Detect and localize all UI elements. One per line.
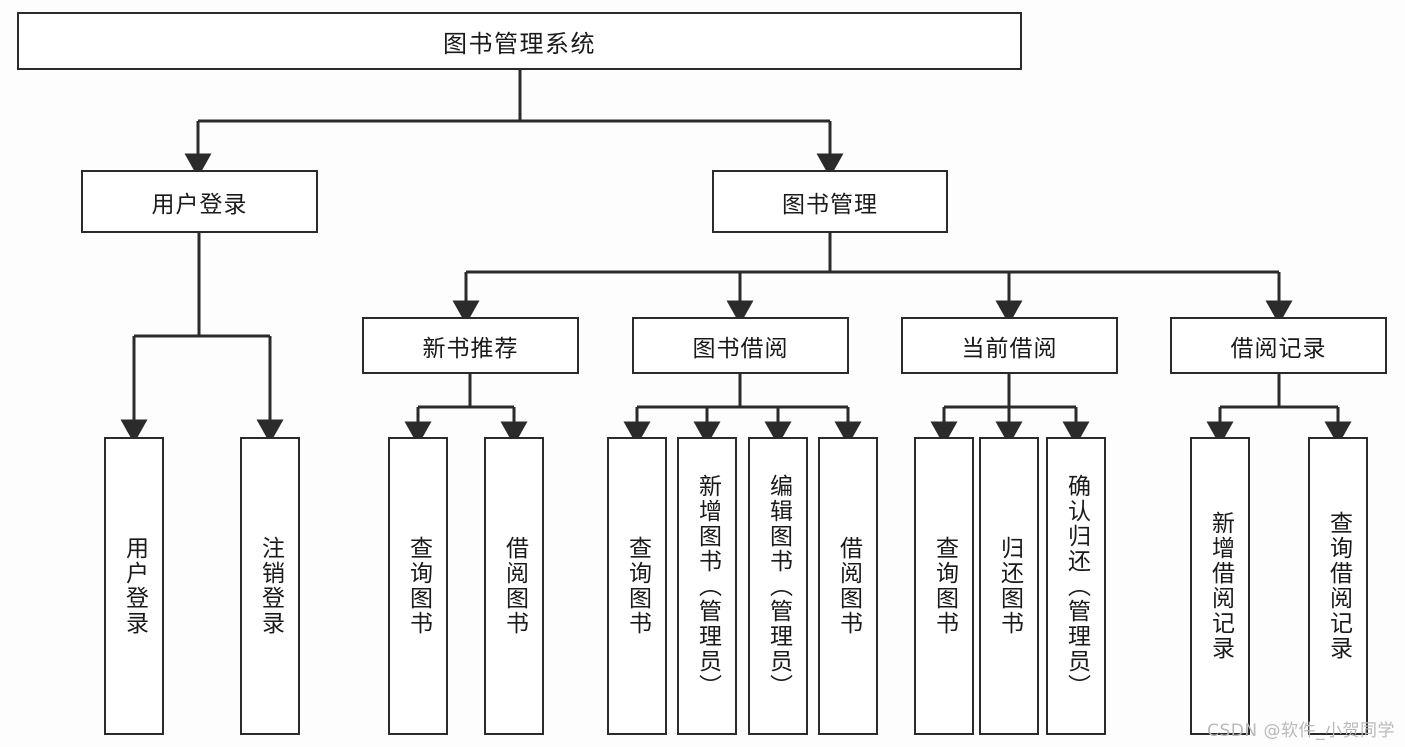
leaf-borrow-record-0[interactable]: 新增借阅记录 — [1190, 437, 1250, 735]
node-borrow-record-label: 借阅记录 — [1230, 335, 1327, 362]
leaf-book-borrow-2[interactable]: 编辑图书（管理员） — [748, 437, 808, 735]
node-borrow-record[interactable]: 借阅记录 — [1170, 317, 1387, 374]
leaf-label: 新增借阅记录 — [1207, 511, 1234, 661]
leaf-label: 借阅图书 — [501, 536, 528, 636]
node-user-login[interactable]: 用户登录 — [81, 170, 318, 233]
node-book-borrow[interactable]: 图书借阅 — [632, 317, 849, 374]
leaf-current-borrow-2[interactable]: 确认归还（管理员） — [1046, 437, 1106, 735]
node-book-manage[interactable]: 图书管理 — [712, 170, 948, 233]
leaf-user-login-0[interactable]: 用户登录 — [104, 437, 164, 735]
leaf-label: 查询图书 — [624, 536, 651, 636]
leaf-label: 查询借阅记录 — [1325, 511, 1352, 661]
leaf-book-borrow-1[interactable]: 新增图书（管理员） — [677, 437, 737, 735]
leaf-current-borrow-1[interactable]: 归还图书 — [979, 437, 1039, 735]
leaf-new-book-rec-0[interactable]: 查询图书 — [388, 437, 448, 735]
node-current-borrow-label: 当前借阅 — [961, 335, 1058, 362]
leaf-label: 查询图书 — [931, 536, 958, 636]
node-book-manage-label: 图书管理 — [782, 191, 878, 218]
leaf-label: 编辑图书（管理员） — [765, 473, 792, 699]
leaf-current-borrow-0[interactable]: 查询图书 — [914, 437, 974, 735]
node-root-system[interactable]: 图书管理系统 — [17, 12, 1022, 70]
leaf-label: 归还图书 — [996, 536, 1023, 636]
leaf-book-borrow-3[interactable]: 借阅图书 — [818, 437, 878, 735]
node-user-login-label: 用户登录 — [151, 191, 248, 218]
leaf-label: 借阅图书 — [835, 536, 862, 636]
node-book-borrow-label: 图书借阅 — [692, 335, 789, 362]
leaf-label: 新增图书（管理员） — [694, 473, 721, 699]
leaf-label: 注销登录 — [257, 536, 284, 636]
node-new-book-recommend[interactable]: 新书推荐 — [362, 317, 579, 374]
node-root-label: 图书管理系统 — [443, 29, 596, 58]
watermark-text: CSDN @软件_小贺同学 — [1207, 721, 1395, 741]
leaf-label: 用户登录 — [121, 536, 148, 636]
leaf-new-book-rec-1[interactable]: 借阅图书 — [484, 437, 544, 735]
leaf-label: 查询图书 — [405, 536, 432, 636]
leaf-book-borrow-0[interactable]: 查询图书 — [607, 437, 667, 735]
leaf-user-login-1[interactable]: 注销登录 — [240, 437, 300, 735]
leaf-borrow-record-1[interactable]: 查询借阅记录 — [1308, 437, 1368, 735]
node-new-book-recommend-label: 新书推荐 — [422, 335, 519, 362]
leaf-label: 确认归还（管理员） — [1063, 473, 1090, 699]
node-current-borrow[interactable]: 当前借阅 — [901, 317, 1118, 374]
